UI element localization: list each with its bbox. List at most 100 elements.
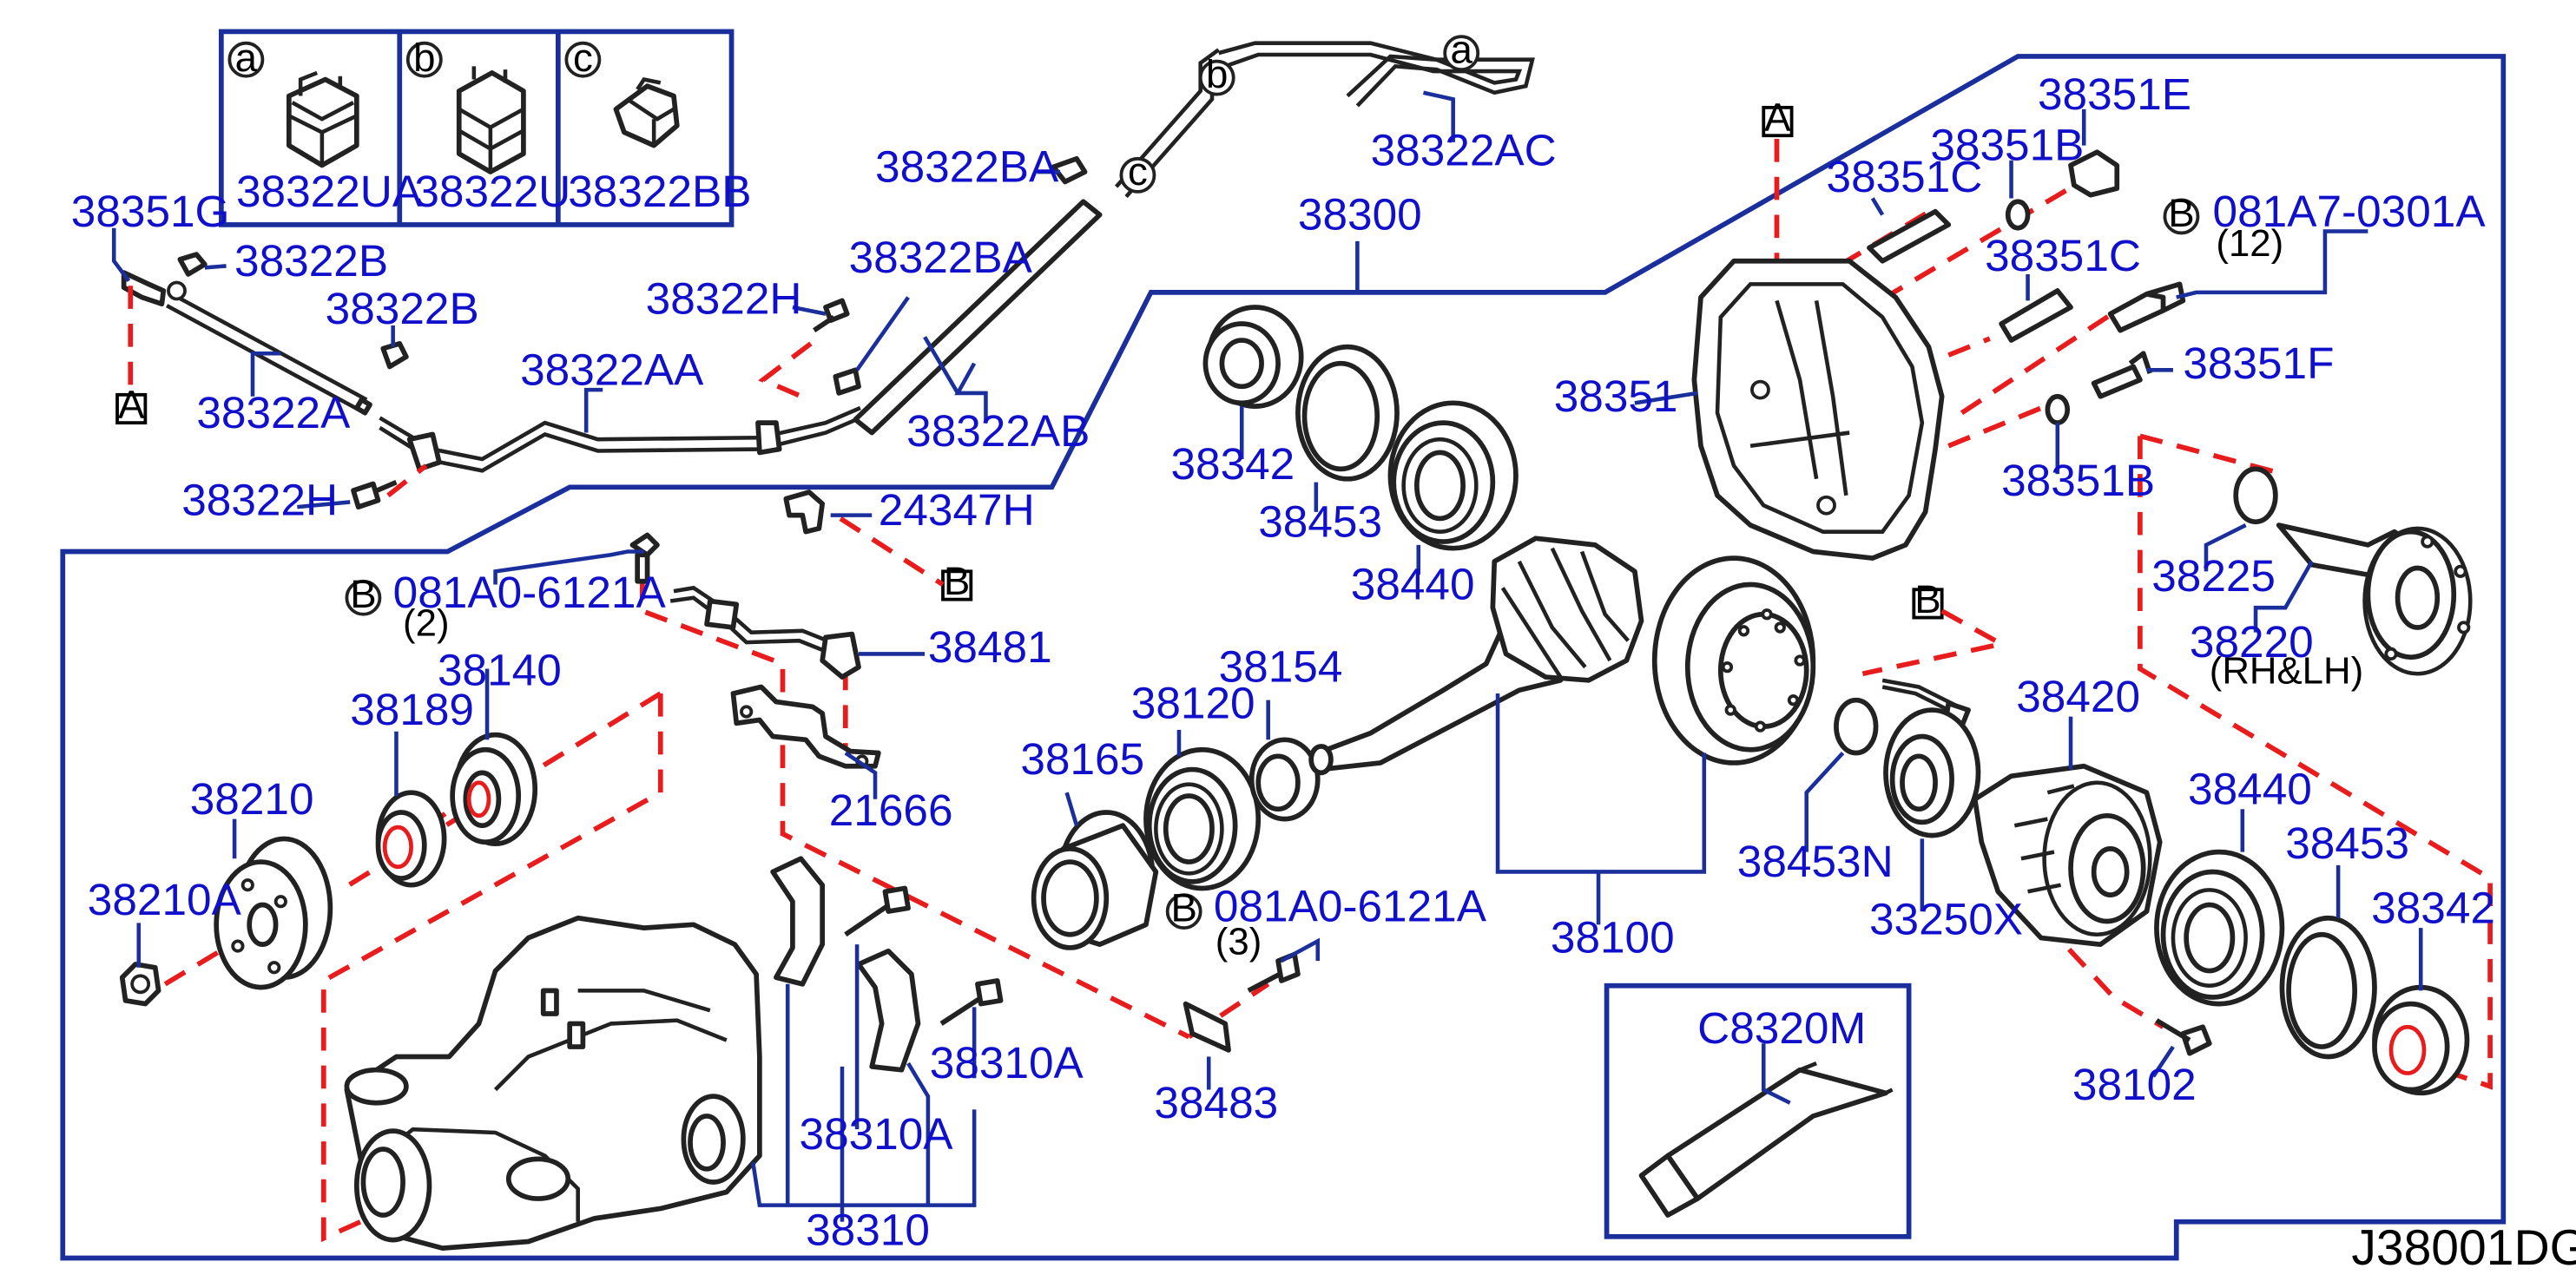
clip-c-cell: c 38322BB bbox=[564, 36, 752, 216]
cover-hardware-drawings bbox=[1867, 149, 2186, 425]
part-24347H-label: 24347H bbox=[879, 485, 1035, 535]
svg-text:A: A bbox=[1764, 95, 1791, 140]
svg-text:B: B bbox=[1170, 886, 1196, 930]
part-38102-label: 38102 bbox=[2072, 1060, 2197, 1109]
part-38120-label: 38120 bbox=[1131, 679, 1255, 728]
part-38453-label: 38453 bbox=[1258, 496, 1382, 546]
shim-38453N-drawing bbox=[1834, 697, 1879, 756]
bearing-38342-right-drawing bbox=[2372, 984, 2470, 1096]
svg-text:a: a bbox=[1451, 28, 1473, 72]
bearing-38120-drawing bbox=[1143, 746, 1262, 891]
part-38322B-label: 38322B bbox=[234, 236, 388, 286]
part-38453-label: 38453 bbox=[2285, 818, 2409, 868]
part-38351C-label: 38351C bbox=[1827, 152, 1983, 201]
part-38351C-label: 38351C bbox=[1985, 231, 2141, 280]
part-38225-label: 38225 bbox=[2151, 551, 2276, 601]
part-38322BA-label: 38322BA bbox=[875, 141, 1059, 191]
pinion-gear-38100-drawing bbox=[1308, 536, 1816, 776]
ref-marker-B-carrier: B bbox=[1912, 577, 1944, 621]
rear-cover-38351-drawing bbox=[1691, 258, 1945, 561]
part-38322U-label: 38322U bbox=[414, 167, 570, 216]
leader-lines bbox=[111, 90, 2423, 1222]
clip-b-marker: b bbox=[413, 36, 435, 80]
race-38453-right-drawing bbox=[2279, 915, 2377, 1060]
part-38310A-label: 38310A bbox=[800, 1109, 954, 1159]
part-21666-label: 21666 bbox=[829, 785, 953, 835]
bracket-38483-drawing bbox=[1183, 1001, 1231, 1053]
svg-text:(2): (2) bbox=[403, 601, 449, 644]
diagram-code: J38001DG bbox=[2351, 1220, 2576, 1276]
part-38351B-label: 38351B bbox=[2001, 456, 2155, 505]
side-flange-38220-drawing bbox=[2276, 522, 2473, 676]
grease-tube-C8320M-drawing bbox=[1638, 1061, 1894, 1218]
svg-text:B: B bbox=[2168, 191, 2194, 235]
part-38481-label: 38481 bbox=[928, 622, 1052, 672]
grease-inset-box bbox=[1604, 982, 1912, 1239]
part-38154-label: 38154 bbox=[1219, 642, 1343, 692]
svg-text:b: b bbox=[1206, 52, 1228, 96]
part-38342-label: 38342 bbox=[2371, 883, 2495, 932]
part-38351-label: 38351 bbox=[1554, 371, 1678, 421]
part-C8320M-label: C8320M bbox=[1697, 1003, 1866, 1053]
part-38322AA-label: 38322AA bbox=[520, 345, 704, 394]
companion-flange-38210-drawing bbox=[214, 836, 333, 990]
race-38453-top-drawing bbox=[1295, 344, 1400, 482]
part-38351G-label: 38351G bbox=[71, 187, 230, 236]
bolt-spec-081A0-6121A-3: B 081A0-6121A (3) bbox=[1165, 882, 1487, 963]
ref-marker-A-cover: A bbox=[1762, 95, 1794, 140]
part-38322BB-label: 38322BB bbox=[568, 167, 751, 216]
nut-38210A-drawing bbox=[119, 962, 161, 1007]
bearing-38440-right-drawing bbox=[2154, 849, 2285, 1007]
part-38322BA-label: 38322BA bbox=[849, 233, 1033, 282]
part-38351F-label: 38351F bbox=[2183, 338, 2334, 388]
bearing-38140-drawing bbox=[450, 732, 538, 846]
carrier-housing-drawing bbox=[344, 915, 762, 1251]
svg-text:081A0-6121A: 081A0-6121A bbox=[393, 568, 667, 617]
clip-a-cell: a 38322UA bbox=[227, 36, 423, 216]
part-labels: 38351G 38322B 38322B 38322A 38322AA 3832… bbox=[71, 69, 2495, 1255]
assembly-guide-lines bbox=[128, 139, 2493, 1243]
bolts-38310A-drawings bbox=[844, 885, 1004, 1026]
clip-38322U-drawing bbox=[456, 66, 526, 174]
part-38322H-label: 38322H bbox=[646, 274, 802, 324]
part-38220-label: 38220 bbox=[2190, 617, 2314, 667]
part-38351E-label: 38351E bbox=[2038, 69, 2191, 119]
clip-c-marker: c bbox=[573, 36, 593, 80]
part-38310-label: 38310 bbox=[806, 1205, 930, 1254]
part-33250X-label: 33250X bbox=[1869, 895, 2023, 944]
assembly-38300-outline bbox=[60, 54, 2507, 1261]
part-38483-label: 38483 bbox=[1154, 1078, 1278, 1127]
clip-38322UA-drawing bbox=[286, 70, 359, 168]
spacer-38154-drawing bbox=[1248, 737, 1321, 822]
part-38322AB-label: 38322AB bbox=[906, 406, 1090, 456]
part-38322A-label: 38322A bbox=[196, 388, 351, 437]
svg-text:c: c bbox=[1128, 149, 1148, 194]
svg-text:081A7-0301A: 081A7-0301A bbox=[2213, 187, 2487, 236]
rh-lh-note: (RH&LH) bbox=[2210, 650, 2363, 693]
part-38322AC-label: 38322AC bbox=[1371, 125, 1557, 174]
part-38165-label: 38165 bbox=[1020, 734, 1144, 784]
bearing-38440-top-drawing bbox=[1387, 400, 1519, 551]
part-38453N-label: 38453N bbox=[1737, 837, 1894, 886]
svg-text:B: B bbox=[944, 559, 970, 603]
clip-a-marker: a bbox=[235, 36, 258, 80]
part-38342-label: 38342 bbox=[1170, 439, 1295, 489]
part-38351B-label: 38351B bbox=[1930, 121, 2084, 170]
breather-hose-assembly bbox=[121, 41, 1535, 509]
sensor-38481-drawing bbox=[669, 585, 861, 680]
bracket-21666-drawing bbox=[730, 684, 881, 769]
bearing-38342-top-drawing bbox=[1202, 305, 1304, 409]
clip-38322BB-drawing bbox=[613, 77, 680, 148]
part-38322B-label: 38322B bbox=[326, 284, 479, 333]
bolt-spec-081A0-6121A-2: B 081A0-6121A (2) bbox=[345, 568, 667, 644]
sensor-24347H-drawing bbox=[783, 490, 826, 535]
tube-marker-a: a bbox=[1443, 28, 1480, 72]
part-38189-label: 38189 bbox=[350, 685, 474, 734]
oring-38225-drawing bbox=[2233, 466, 2278, 525]
bearing-cap-38310A-drawings bbox=[770, 856, 921, 1073]
bolt-38102-drawing bbox=[2155, 1018, 2212, 1056]
svg-text:081A0-6121A: 081A0-6121A bbox=[1214, 882, 1487, 931]
clip-b-cell: b 38322U bbox=[405, 36, 570, 216]
part-38440-label: 38440 bbox=[1351, 560, 1475, 609]
diff-case-38420-drawing bbox=[1972, 763, 2163, 948]
